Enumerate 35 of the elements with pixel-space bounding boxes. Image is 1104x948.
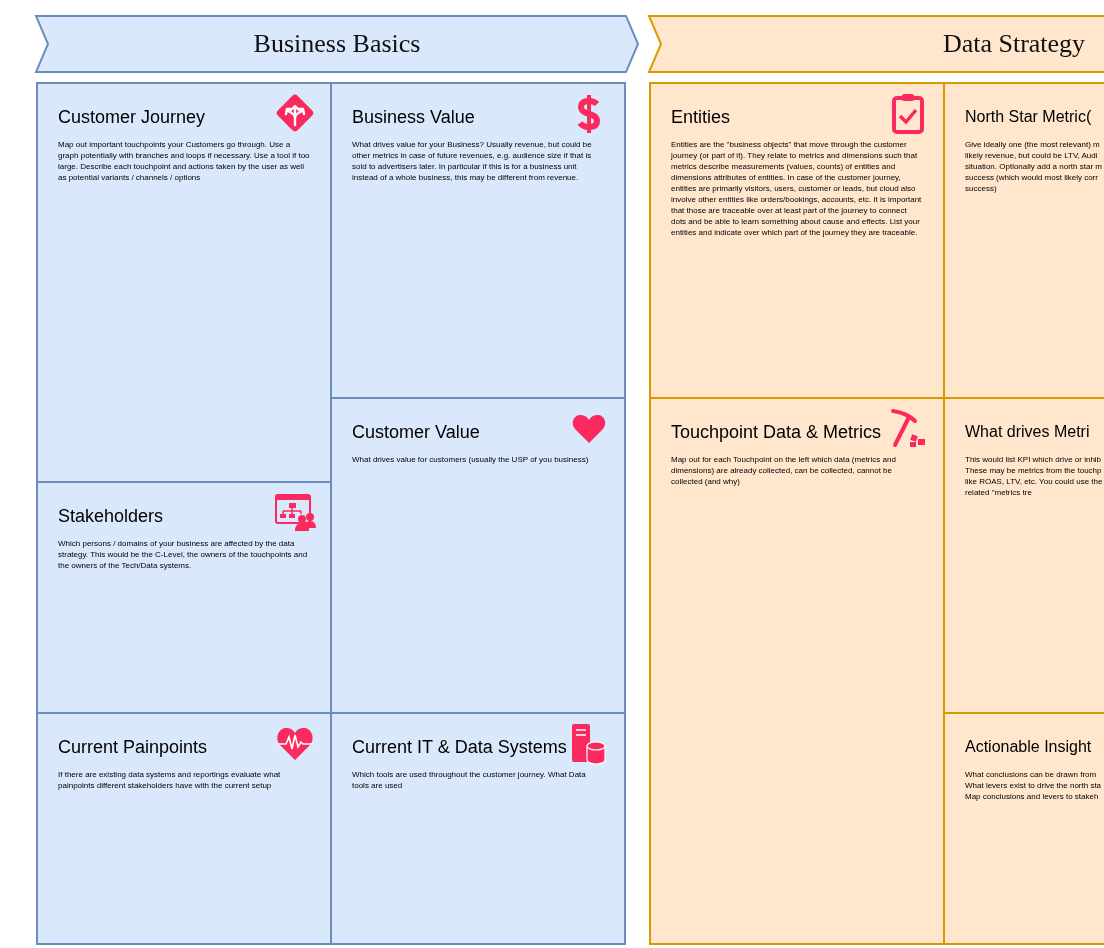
cell-heading: Customer Value (352, 421, 480, 443)
cell-description: What conclusions can be drawn from What levers exist to drive the north sta Map conclusions and levers to stakeh (965, 769, 1103, 802)
cell-description: Which persons / domains of your business are affected by the data strategy. This would be the C-Level, the owners of the touchpoints and the owners of the Tech/Data systems. (58, 538, 309, 571)
canvas-cell (649, 397, 945, 945)
cell-description: Give ideally one (the most relevant) m likely revenue, but could be LTV, Audi situation. Optionally add a north star m success (which would most likely corr success) (965, 139, 1103, 194)
cell-description: If there are existing data systems and reportings evaluate what painpoints different stakeholders have with the current setup (58, 769, 282, 791)
cell-heading: Business Value (352, 106, 475, 128)
cell-description: Map out important touchpoints your Customers go through. Use a graph potentially with branches and loops if necessary. Use a tool if too large. Describe each touchpoint and actions taken by the user as well as potential variants / channels / options (58, 139, 310, 183)
cell-description: What drives value for customers (usually the USP of you business) (352, 454, 590, 465)
canvas-cell (330, 712, 626, 945)
canvas-cell (330, 397, 626, 714)
cell-description: Entities are the "business objects" that move through the customer journey (or part of it). They relate to metrics and dimensions such that metrics describe measurements (values, counts) of entities and dimensions attributes of entities. In case of the customer journey, entities are primarily visitors, users, customer or leads, but cloud also involve other entities like orders/bookings, accounts, etc. It is important that those are traceable over at least part of the journey to connect dots and be able to learn something about cause and effects. List your entities and indicate over which part of the journey they are traceable. (671, 139, 923, 238)
canvas-cell (36, 481, 332, 714)
cell-heading: Stakeholders (58, 505, 164, 527)
canvas-cell (36, 82, 332, 483)
canvas-cell (943, 397, 1104, 714)
cell-heading: Actionable Insight (965, 737, 1092, 757)
canvas-cell (330, 82, 626, 399)
cell-heading: Current IT & Data Systems (352, 736, 567, 758)
cell-heading: Current Painpoints (58, 736, 208, 758)
cell-heading: North Star Metric( (965, 107, 1092, 127)
cell-description: What drives value for your Business? Usually revenue, but could be other metrics in case of future revenues, e.g. audience size if that is sold to advertisers later. In particular if this is for a business unit instead of a whole business, this may be different from revenue. (352, 139, 593, 183)
canvas-cell (943, 712, 1104, 945)
canvas-cell (943, 82, 1104, 399)
section-title: Data Strategy (942, 29, 1086, 59)
cell-description: Map out for each Touchpoint on the left which data (metrics and dimensions) are already collected, can be collected, cannot be collected (and why) (671, 454, 897, 487)
cell-description: This would list KPI which drive or inhib These may be metrics from the touchp like ROAS, LTV, etc. You could use the related "metrics tre (965, 454, 1104, 498)
canvas-cell (36, 712, 332, 945)
cell-description: Which tools are used throughout the customer journey. What Data tools are used (352, 769, 587, 791)
section-title: Business Basics (253, 29, 421, 59)
cell-heading: Touchpoint Data & Metrics (671, 421, 882, 443)
cell-heading: What drives Metri (965, 422, 1090, 442)
cell-heading: Entities (671, 106, 731, 128)
canvas-cell (649, 82, 945, 399)
cell-heading: Customer Journey (58, 106, 206, 128)
